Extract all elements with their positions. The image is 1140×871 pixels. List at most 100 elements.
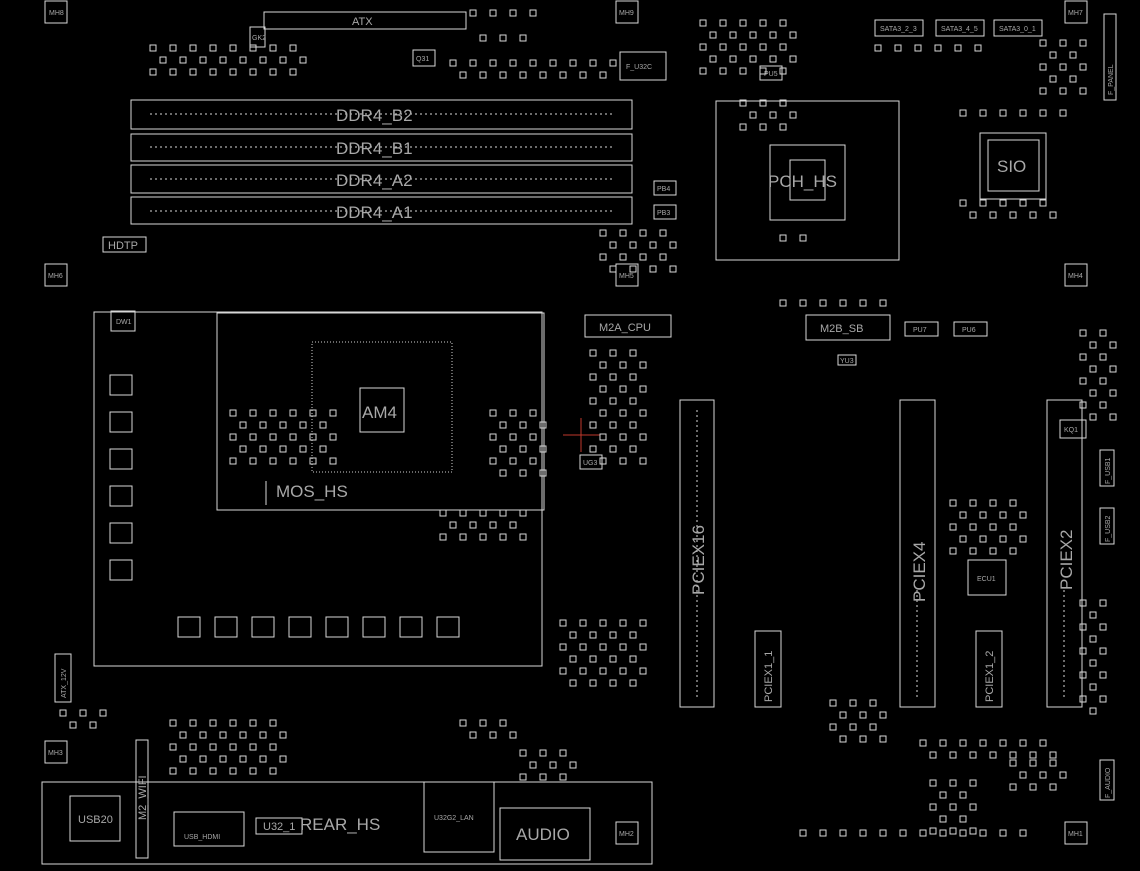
pciex16-slot — [679, 399, 715, 708]
pciex2-slot — [1046, 399, 1083, 708]
pu5-label: PU5 — [764, 71, 778, 78]
q31-label: Q31 — [416, 56, 429, 63]
mh4-hole — [1064, 263, 1088, 287]
f-usb2-label: F_USB2 — [1105, 515, 1112, 542]
pciex1-1-label: PCIEX1_1 — [763, 651, 775, 702]
vrm-left-phases — [109, 374, 133, 581]
pciex1-1-slot — [754, 630, 782, 708]
q31-part — [412, 49, 436, 67]
ddr4-a1-slot — [130, 196, 633, 225]
atx-label: ATX — [352, 16, 373, 28]
pch-hs-label: PCH_HS — [768, 172, 837, 191]
hdtp-header — [102, 236, 147, 253]
pu7-part — [904, 321, 939, 337]
pciex1-2-label: PCIEX1_2 — [984, 651, 996, 702]
mh1-hole — [1064, 821, 1088, 845]
f-audio-header — [1099, 759, 1115, 801]
mh9-hole — [615, 0, 639, 24]
ddr4-b2-slot — [130, 99, 633, 130]
mh6-label: MH6 — [48, 273, 63, 280]
mh3-hole — [44, 740, 68, 764]
kq1-label: KQ1 — [1064, 427, 1078, 434]
m2a-cpu-label: M2A_CPU — [599, 322, 651, 334]
mh9-label: MH9 — [619, 10, 634, 17]
pciex16-label: PCIEX16 — [689, 525, 708, 595]
ug3-label: UG3 — [583, 460, 598, 467]
mh5-hole — [615, 263, 639, 287]
rear-hs-label: REAR_HS — [300, 815, 380, 834]
usb20-label: USB20 — [78, 814, 113, 826]
gk2-label: GK2 — [252, 35, 266, 42]
vrm-area-outline — [93, 311, 543, 667]
vrm-bottom-phases — [177, 616, 460, 638]
u32g2-lan-port — [423, 781, 495, 853]
mh6-hole — [44, 263, 68, 287]
dw1-label: DW1 — [116, 319, 132, 326]
ecu1-chip — [967, 559, 1007, 596]
pciex1-2-slot — [975, 630, 1003, 708]
gk2-part — [249, 26, 266, 48]
atx-12v-label: ATX_12V — [61, 668, 68, 698]
sata3-0-1-connector — [993, 19, 1043, 37]
mh7-label: MH7 — [1068, 10, 1083, 17]
ddr4-a2-slot — [130, 164, 633, 194]
pciex4-label: PCIEX4 — [910, 542, 929, 602]
cpu-center — [359, 387, 405, 433]
f-usb2-header — [1099, 507, 1115, 545]
f-panel-header — [1103, 13, 1117, 101]
f-audio-label: F_AUDIO — [1105, 767, 1112, 798]
yu3-label: YU3 — [840, 358, 854, 365]
sio-chip-outline — [979, 132, 1047, 200]
f-u32c-header — [619, 51, 667, 81]
pch-chip — [769, 144, 846, 221]
pb4-label: PB4 — [657, 186, 670, 193]
ddr4-slots — [130, 99, 633, 225]
m2-wifi-label: M2_WIFI — [137, 775, 149, 820]
cpu-pin-grid — [311, 341, 453, 473]
component-pads — [59, 9, 1117, 837]
m2a-cpu-connector — [584, 314, 672, 338]
mos-hs-label: MOS_HS — [276, 482, 348, 501]
mh8-label: MH8 — [49, 10, 64, 17]
pb3-part — [653, 204, 677, 220]
mh5-label: MH5 — [619, 273, 634, 280]
audio-jack — [499, 807, 591, 861]
usb-hdmi-port — [173, 811, 245, 847]
pch-heatsink-outline — [715, 100, 900, 261]
ddr4-b1-label: DDR4_B1 — [336, 139, 413, 158]
sata3-0-1-label: SATA3_0_1 — [999, 26, 1036, 33]
rear-io-outline — [41, 781, 653, 865]
u32-1-port — [255, 817, 303, 835]
ug3-part — [579, 454, 603, 470]
mh4-label: MH4 — [1068, 273, 1083, 280]
ddr4-a2-label: DDR4_A2 — [336, 171, 413, 190]
sio-chip — [987, 139, 1040, 192]
hdtp-label: HDTP — [108, 240, 138, 252]
audio-label: AUDIO — [516, 825, 570, 844]
dw1-part — [110, 310, 136, 332]
m2b-sb-label: M2B_SB — [820, 323, 863, 335]
yu3-part — [837, 354, 857, 366]
pb4-part — [653, 180, 677, 196]
sata3-4-5-connector — [935, 19, 985, 37]
cpu-socket-outline — [216, 312, 545, 511]
pu7-label: PU7 — [913, 327, 927, 334]
mh2-label: MH2 — [619, 831, 634, 838]
pciex4-slot — [899, 399, 936, 708]
usb-hdmi-label: USB_HDMI — [184, 834, 220, 841]
ecu1-label: ECU1 — [977, 576, 996, 583]
f-u32c-label: F_U32C — [626, 64, 652, 71]
u32-1-label: U32_1 — [263, 821, 295, 833]
pb3-label: PB3 — [657, 210, 670, 217]
f-panel-label: F_PANEL — [1108, 64, 1115, 95]
f-usb1-label: F_USB1 — [1105, 457, 1112, 484]
kq1-part — [1059, 419, 1087, 439]
sata3-4-5-label: SATA3_4_5 — [941, 26, 978, 33]
ddr4-b2-label: DDR4_B2 — [336, 106, 413, 125]
sio-label: SIO — [997, 157, 1026, 176]
f-usb1-header — [1099, 449, 1115, 487]
pu6-part — [953, 321, 988, 337]
sata3-2-3-connector — [874, 19, 924, 37]
atx-12v-connector — [54, 653, 72, 703]
